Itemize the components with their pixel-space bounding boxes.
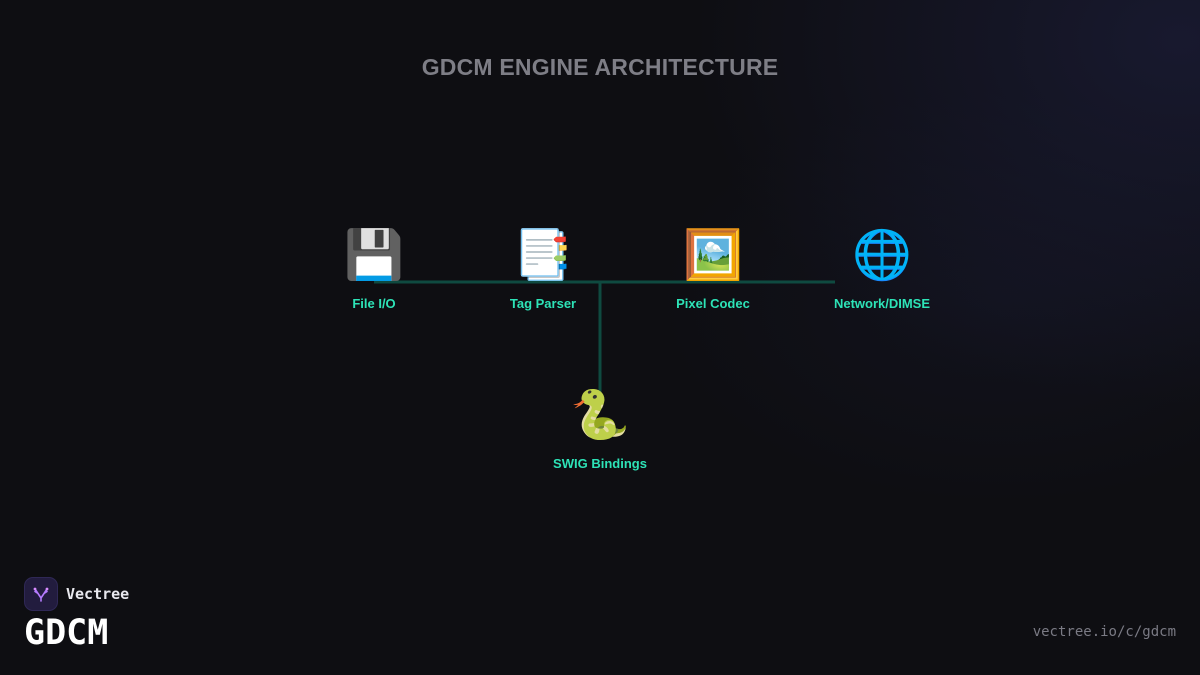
node-pixel-codec: 🖼️ Pixel Codec (633, 228, 793, 311)
node-network-dimse: 🌐 Network/DIMSE (802, 228, 962, 311)
brand-block: Vectree GDCM (24, 577, 129, 653)
node-tag-parser: 📑 Tag Parser (463, 228, 623, 311)
node-label: File I/O (352, 296, 396, 311)
framed-picture-icon: 🖼️ (683, 229, 743, 282)
footer-url[interactable]: vectree.io/c/gdcm (1032, 624, 1176, 640)
brand-name: Vectree (66, 585, 130, 603)
node-label: Tag Parser (509, 296, 577, 311)
node-label: Pixel Codec (676, 296, 750, 311)
node-label: Network/DIMSE (833, 296, 931, 311)
node-swig-bindings: 🐍 SWIG Bindings (520, 388, 680, 471)
brand-row: Vectree (24, 577, 129, 611)
floppy-disk-icon: 💾 (344, 229, 404, 282)
tree-logo-icon (33, 587, 49, 602)
vectree-logo-icon (24, 577, 58, 611)
node-file-io: 💾 File I/O (294, 228, 454, 311)
diagram-title: GDCM ENGINE ARCHITECTURE (421, 54, 779, 80)
node-label: SWIG Bindings (553, 456, 647, 471)
globe-icon: 🌐 (852, 229, 912, 282)
product-name: GDCM (24, 613, 109, 653)
snake-icon: 🐍 (570, 389, 630, 442)
bookmark-tabs-icon: 📑 (513, 229, 573, 282)
